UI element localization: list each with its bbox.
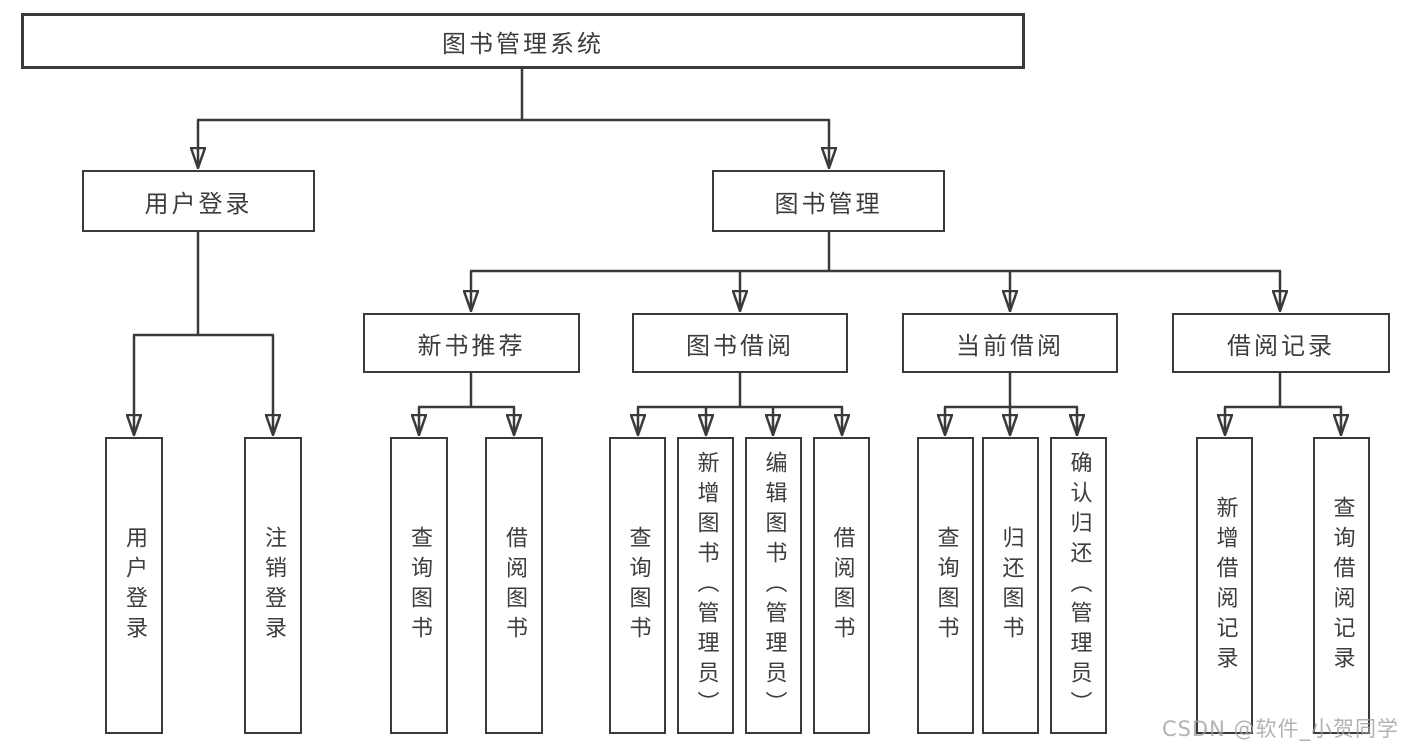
node-user-login-label: 用户登录 <box>144 189 253 218</box>
node-book-borrow: 图书借阅 <box>632 313 848 373</box>
node-book-management: 图书管理 <box>712 170 945 232</box>
node-book-management-label: 图书管理 <box>774 189 883 218</box>
csdn-watermark: CSDN @软件_小贺同学 <box>1161 717 1399 741</box>
leaf-borrow-query-book: 查询图书 <box>609 437 666 734</box>
leaf-borrow-borrow-book: 借阅图书 <box>813 437 870 734</box>
node-current-borrow-label: 当前借阅 <box>956 331 1064 360</box>
leaf-logout: 注销登录 <box>244 437 302 734</box>
node-new-book-recommend-label: 新书推荐 <box>417 331 526 360</box>
node-root: 图书管理系统 <box>21 13 1025 69</box>
leaf-user-login: 用户登录 <box>105 437 163 734</box>
node-book-borrow-label: 图书借阅 <box>686 331 794 360</box>
node-user-login: 用户登录 <box>82 170 315 232</box>
leaf-current-confirm-return-admin: 确认归还（管理员） <box>1050 437 1107 734</box>
node-borrow-record-label: 借阅记录 <box>1227 331 1335 360</box>
node-borrow-record: 借阅记录 <box>1172 313 1390 373</box>
node-new-book-recommend: 新书推荐 <box>363 313 580 373</box>
leaf-borrow-edit-book-admin: 编辑图书（管理员） <box>745 437 802 734</box>
leaf-borrow-add-book-admin: 新增图书（管理员） <box>677 437 734 734</box>
leaf-record-add: 新增借阅记录 <box>1196 437 1253 734</box>
leaf-newbook-borrow-book: 借阅图书 <box>485 437 543 734</box>
node-root-label: 图书管理系统 <box>442 29 604 58</box>
leaf-current-query-book: 查询图书 <box>917 437 974 734</box>
leaf-current-return-book: 归还图书 <box>982 437 1039 734</box>
leaf-newbook-query-book: 查询图书 <box>390 437 448 734</box>
leaf-record-query: 查询借阅记录 <box>1313 437 1370 734</box>
node-current-borrow: 当前借阅 <box>902 313 1118 373</box>
